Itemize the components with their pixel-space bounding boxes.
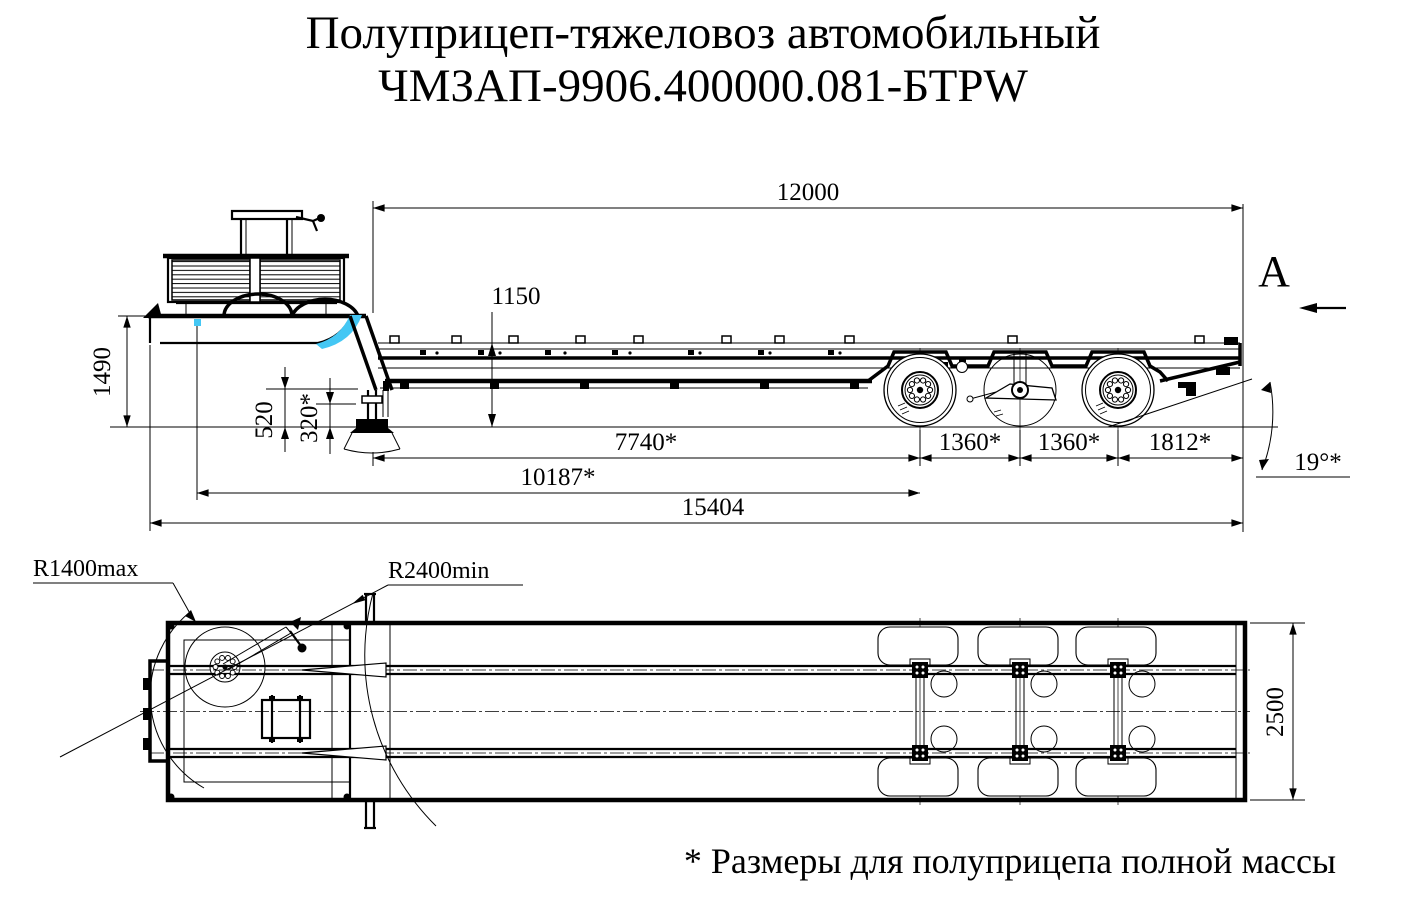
turning-radius-annotations: R1400max R2400min bbox=[33, 556, 523, 827]
dim-deck-height: 1150 bbox=[488, 283, 541, 427]
dim-label-deck-height: 1150 bbox=[491, 283, 540, 310]
dim-axle-spacing-2: 1360* bbox=[1020, 429, 1118, 462]
dim-label-support-height: 320* bbox=[296, 393, 323, 443]
dim-label-rear-overhang: 1812* bbox=[1149, 429, 1212, 456]
gooseneck bbox=[143, 209, 394, 391]
dim-overall-width: 2500 bbox=[1250, 622, 1305, 801]
main-rails bbox=[140, 662, 1250, 761]
side-view: A 12000 bbox=[89, 179, 1350, 532]
neck-rear-edge bbox=[364, 315, 394, 391]
deck-frame bbox=[378, 335, 1242, 396]
title-line2: ЧМЗАП-9906.400000.081-БТРW bbox=[378, 60, 1028, 112]
tow-hook bbox=[143, 303, 162, 318]
wheel-arch-frame bbox=[866, 350, 1170, 383]
top-view: R1400max R2400min 2500 bbox=[33, 556, 1305, 830]
ramp-stack bbox=[163, 253, 349, 314]
title-line1: Полуприцеп-тяжеловоз автомобильный bbox=[306, 7, 1101, 59]
label-turn-radius-min: R2400min bbox=[388, 558, 489, 584]
neck-front-edge bbox=[348, 315, 378, 391]
hand-winch bbox=[230, 209, 325, 256]
hinge-posts bbox=[364, 592, 376, 830]
crank-lever bbox=[289, 630, 302, 647]
view-label-a: A bbox=[1258, 247, 1290, 296]
dim-support-to-axle1: 7740* bbox=[373, 429, 920, 462]
front-bumper bbox=[143, 659, 170, 763]
dim-label-deck-length: 12000 bbox=[777, 179, 840, 206]
dim-overall-length: 15404 bbox=[150, 494, 1243, 527]
dim-rear-overhang: 1812* bbox=[1118, 429, 1243, 462]
label-turn-radius-max: R1400max bbox=[33, 556, 138, 582]
rear-underride bbox=[1159, 360, 1241, 383]
section-view-marker: A bbox=[1258, 247, 1346, 313]
winch-turntable bbox=[184, 617, 307, 708]
gooseneck-arch bbox=[290, 297, 360, 317]
wheel-axle2-suspension bbox=[966, 352, 1057, 427]
footnote: * Размеры для полуприцепа полной массы bbox=[684, 841, 1336, 881]
gooseneck-arch bbox=[222, 292, 294, 317]
radius-arc-r1400 bbox=[149, 611, 205, 789]
bogie bbox=[884, 348, 1154, 430]
dim-deck-length: 12000 bbox=[373, 179, 1243, 212]
dim-label-support-to-axle1: 7740* bbox=[615, 429, 678, 456]
gooseneck-fillet-highlight bbox=[316, 315, 362, 349]
dim-label-gooseneck-height: 1490 bbox=[89, 347, 116, 397]
radius-arc-r2400 bbox=[364, 592, 437, 827]
dim-label-ground-clearance: 520 bbox=[251, 401, 278, 439]
dimensions-side: 12000 1150 1490 520 bbox=[89, 179, 1350, 532]
dim-support-height: 320* bbox=[296, 378, 334, 454]
stake-pockets bbox=[389, 335, 1205, 344]
dim-departure-angle: 19°* bbox=[1107, 378, 1350, 478]
support-foot bbox=[356, 419, 388, 428]
dim-kingpin-to-bogie: 10187* bbox=[197, 464, 920, 497]
dim-label-departure-angle: 19°* bbox=[1294, 449, 1342, 476]
dim-ground-clearance: 520 bbox=[251, 367, 289, 452]
kingpin-marker-highlight bbox=[194, 319, 201, 326]
title-block: Полуприцеп-тяжеловоз автомобильный ЧМЗАП… bbox=[306, 7, 1101, 112]
dim-label-kingpin-to-bogie: 10187* bbox=[521, 464, 596, 491]
dim-label-axle-spacing-1: 1360* bbox=[939, 429, 1002, 456]
dim-axle-spacing-1: 1360* bbox=[920, 429, 1020, 462]
wheel-axle1 bbox=[884, 354, 956, 426]
dim-gooseneck-height: 1490 bbox=[89, 316, 131, 427]
dim-label-axle-spacing-2: 1360* bbox=[1038, 429, 1101, 456]
dim-label-overall-length: 15404 bbox=[682, 494, 745, 521]
support-leg bbox=[343, 390, 401, 454]
toolbox bbox=[260, 695, 312, 743]
dim-label-overall-width: 2500 bbox=[1262, 687, 1289, 737]
deck-fittings bbox=[400, 337, 1238, 389]
